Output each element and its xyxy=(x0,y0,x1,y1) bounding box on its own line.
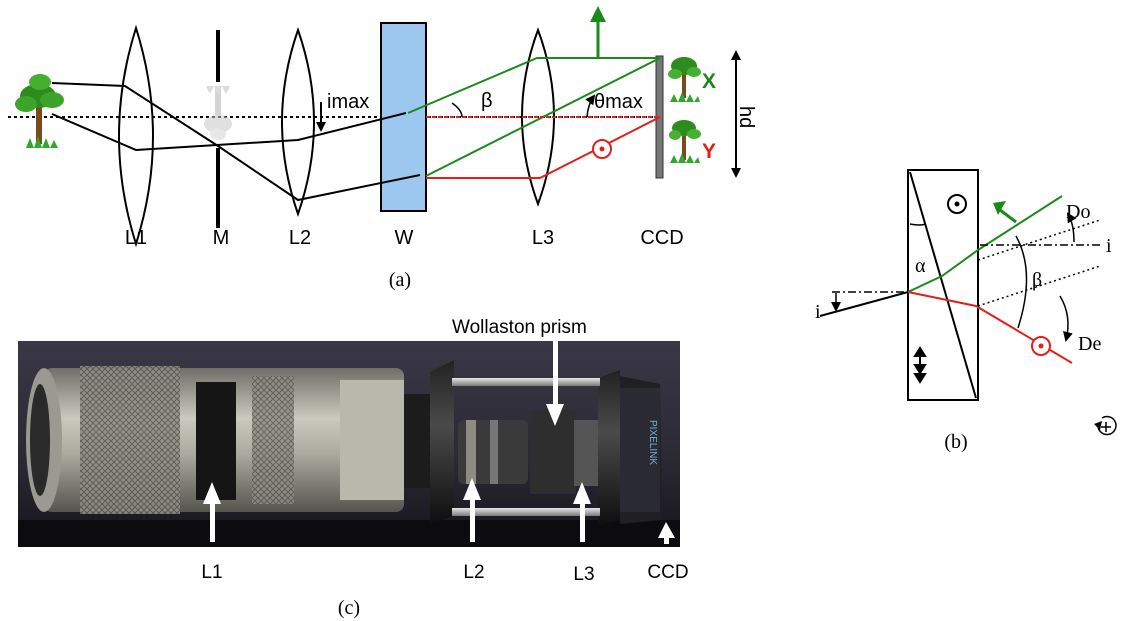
label-m: M xyxy=(213,227,230,249)
caption-c: (c) xyxy=(338,597,360,619)
prism-diagonal xyxy=(909,171,977,399)
label-imax: imax xyxy=(327,91,369,113)
label-i-out: i xyxy=(1106,235,1112,257)
zoom-ring-knurl xyxy=(252,376,294,504)
label-l2: L2 xyxy=(289,227,311,249)
camera-logo: PIXELINK xyxy=(647,420,658,465)
lens-l1 xyxy=(118,24,154,248)
polarization-double-arrow-icon xyxy=(913,346,927,384)
green-ray-b xyxy=(907,195,1063,293)
panel-c-photo: PIXELINK Wollaston prism L1 L2 L3 CCD (c… xyxy=(18,317,689,619)
tree-image-x-icon xyxy=(668,57,701,102)
green-arrowhead-b-icon xyxy=(993,201,1006,215)
rear-plate xyxy=(598,370,620,526)
beta-arc-b xyxy=(1015,235,1028,329)
theta-arc xyxy=(585,94,596,118)
rotation-sign-icon xyxy=(1094,415,1117,436)
arrow-wollaston-head xyxy=(546,404,564,426)
label-w: W xyxy=(395,227,414,249)
beta-arc xyxy=(451,102,463,118)
polarization-dot-icon xyxy=(947,194,967,214)
label-photo-ccd: CCD xyxy=(647,562,688,583)
arrow-l3-head xyxy=(573,482,591,504)
label-beta-b: β xyxy=(1032,269,1042,291)
label-do: Do xyxy=(1066,201,1090,223)
label-alpha: α xyxy=(915,255,926,277)
label-l3: L3 xyxy=(532,227,554,249)
red-polarization-dot-icon xyxy=(592,139,612,159)
wollaston-mount xyxy=(530,410,576,494)
label-photo-l2: L2 xyxy=(463,562,484,583)
green-arrow-b xyxy=(999,208,1017,224)
red-rays xyxy=(426,116,661,179)
arrow-wollaston-shaft xyxy=(553,341,558,407)
label-x: X xyxy=(702,70,716,93)
de-arc xyxy=(1059,295,1073,342)
alpha-arc xyxy=(909,223,927,226)
label-ccd: CCD xyxy=(640,227,683,249)
do-arc xyxy=(1066,212,1077,243)
label-y: Y xyxy=(702,140,716,163)
label-l1: L1 xyxy=(125,227,147,249)
arrow-l1-head xyxy=(203,482,221,504)
caption-a: (a) xyxy=(389,269,411,291)
dotted-extension-1 xyxy=(977,219,1101,261)
label-wollaston-prism: Wollaston prism xyxy=(452,317,587,338)
focus-ring-knurl xyxy=(80,366,180,514)
arrow-ccd-shaft xyxy=(664,534,669,544)
photo-arrows xyxy=(203,341,675,544)
label-hd: hd xyxy=(735,106,757,128)
label-i-in: i xyxy=(815,301,821,323)
arrow-ccd-head xyxy=(658,522,675,538)
lens-l3 xyxy=(521,27,555,207)
front-plate xyxy=(430,360,454,524)
panel-b: α β i i Do De (b) xyxy=(815,169,1117,453)
tree-image-y-icon xyxy=(669,120,701,163)
arrow-l2-head xyxy=(463,478,481,500)
arrow-l3-shaft xyxy=(580,500,585,542)
caption-b: (b) xyxy=(944,431,967,453)
label-photo-l1: L1 xyxy=(201,562,222,583)
inverted-tree-image-icon xyxy=(204,86,232,140)
red-polarization-dot-b-icon xyxy=(1031,336,1051,356)
incident-ray xyxy=(819,291,909,317)
green-arrowhead-icon xyxy=(590,6,606,22)
lens-mount xyxy=(404,394,434,488)
label-de: De xyxy=(1078,333,1101,355)
arrow-l1-shaft xyxy=(210,500,215,542)
lens-l2 xyxy=(281,26,315,218)
label-theta-max: θmax xyxy=(594,91,643,113)
dotted-extension-2 xyxy=(977,265,1101,307)
tree-object-icon xyxy=(15,74,64,148)
panel-a: L1 M L2 W L3 CCD imax β θmax X Y hd (a) xyxy=(8,6,757,291)
label-photo-l3: L3 xyxy=(573,564,594,585)
arrow-l2-shaft xyxy=(470,496,475,542)
black-rays xyxy=(51,82,421,202)
label-beta: β xyxy=(481,90,493,112)
